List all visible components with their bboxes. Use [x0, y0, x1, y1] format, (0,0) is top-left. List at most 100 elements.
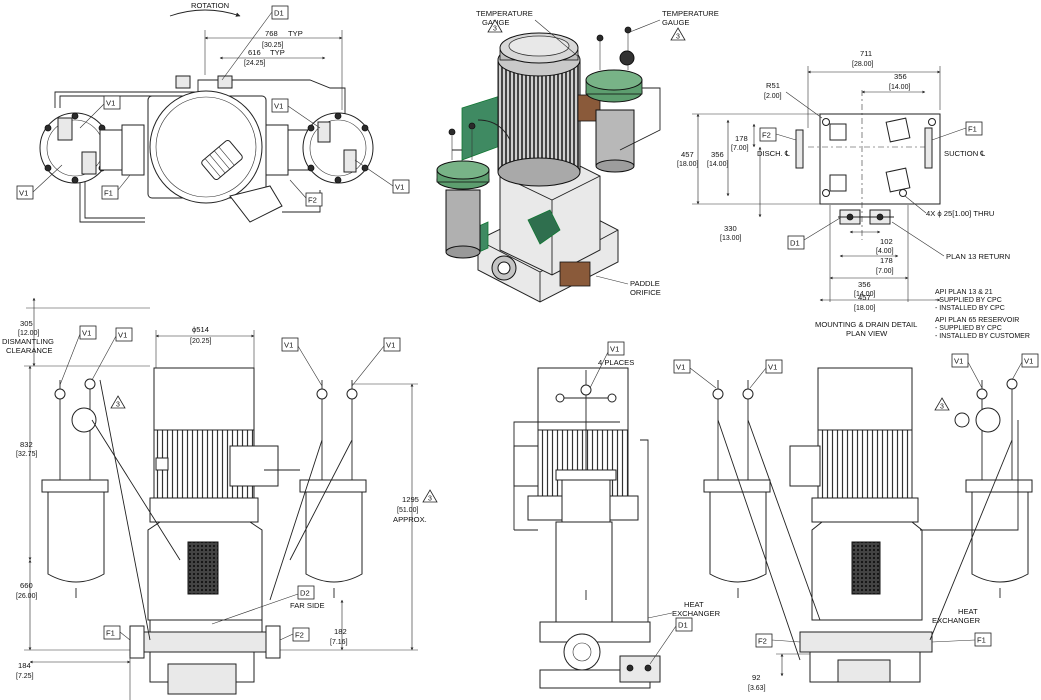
plan-tag-f2: F2: [289, 179, 323, 207]
dim-711-inches: [28.00]: [852, 61, 873, 68]
dim-typ-label: TYP: [288, 29, 303, 38]
note-line-4: API PLAN 65 RESERVOIR: [935, 317, 1019, 324]
four-places-label: 4 PLACES: [598, 358, 634, 367]
front-tag-f2: F2: [279, 627, 310, 642]
bolt-holes-label: 4X ϕ 25[1.00] THRU: [926, 209, 994, 218]
svg-text:3: 3: [428, 496, 432, 503]
mounting-caption-line-2: PLAN VIEW: [846, 329, 888, 338]
svg-text:92: 92: [752, 673, 760, 682]
dim-178-horizontal: 178 [7.00]: [839, 254, 899, 275]
svg-text:V1: V1: [274, 102, 283, 111]
svg-text:V1: V1: [386, 341, 395, 350]
dim-356-bottom: 356 [14.00]: [829, 205, 909, 302]
dim-457-vertical: 457 [18.00]: [677, 113, 820, 205]
svg-text:660: 660: [20, 581, 33, 590]
dim-305: 305 [12.00] DISMANTLING CLEARANCE: [2, 297, 150, 367]
svg-text:F2: F2: [308, 196, 317, 205]
dim-616-inches: [24.25]: [244, 60, 265, 67]
svg-text:305: 305: [20, 319, 33, 328]
plan-tag-v1-a: V1: [79, 95, 121, 129]
iso-motor: [497, 32, 601, 187]
dim-178-vertical: 178 [7.00]: [731, 123, 756, 152]
svg-text:[14.00]: [14.00]: [889, 84, 910, 91]
svg-text:R51: R51: [766, 81, 780, 90]
front-right-seal-pot: [264, 380, 367, 601]
svg-text:[13.00]: [13.00]: [720, 235, 741, 242]
rear-elevation: 3 V1 V1 V1 V1 HEAT EXCHANGER F2: [673, 353, 1039, 692]
rear-heat-exchanger-label: HEAT EXCHANGER: [932, 607, 981, 625]
svg-text:[20.25]: [20.25]: [190, 338, 211, 345]
svg-text:[7.16]: [7.16]: [330, 639, 348, 646]
plan-tag-d1: D1: [221, 5, 289, 81]
svg-text:F2: F2: [762, 131, 771, 140]
svg-text:D1: D1: [274, 9, 284, 18]
front-tag-f1: F1: [103, 625, 131, 641]
note-line-6: - INSTALLED BY CUSTOMER: [935, 333, 1030, 340]
note-line-2: - SUPPLIED BY CPC: [935, 297, 1002, 304]
svg-text:[14.00]: [14.00]: [707, 161, 728, 168]
right-seal-pot: [265, 112, 374, 213]
svg-text:F2: F2: [758, 637, 767, 646]
svg-text:356: 356: [711, 150, 724, 159]
svg-text:V1: V1: [676, 363, 685, 372]
svg-text:[7.25]: [7.25]: [16, 673, 34, 680]
dim-92: 92 [3.63]: [748, 653, 810, 692]
dim-typ-label-2: TYP: [270, 48, 285, 57]
plan-tag-v1-b: V1: [271, 98, 321, 129]
iso-temp-gauge-right-label: TEMPERATURE GAUGE 3: [629, 9, 719, 41]
rotation-label: ROTATION: [191, 1, 229, 10]
svg-text:178: 178: [735, 134, 748, 143]
dim-r51: R51 [2.00]: [764, 81, 823, 119]
side-heat-exchanger-label: HEAT EXCHANGER: [647, 600, 721, 619]
rear-right-seal-pot: [920, 378, 1033, 641]
svg-text:HEAT: HEAT: [958, 607, 978, 616]
svg-text:[7.00]: [7.00]: [876, 268, 894, 275]
svg-text:457: 457: [858, 293, 871, 302]
svg-text:V1: V1: [106, 99, 115, 108]
svg-text:PADDLE: PADDLE: [630, 279, 660, 288]
dim-832: 832 [32.75]: [16, 365, 150, 561]
svg-text:F2: F2: [295, 631, 304, 640]
svg-text:F1: F1: [968, 125, 977, 134]
svg-text:CLEARANCE: CLEARANCE: [6, 346, 52, 355]
rear-tag-f2: F2: [755, 633, 801, 648]
svg-text:[32.75]: [32.75]: [16, 451, 37, 458]
svg-text:3: 3: [493, 26, 497, 33]
notes-block: API PLAN 13 & 21 - SUPPLIED BY CPC - INS…: [935, 289, 1030, 340]
side-elevation: V1 4 PLACES HEAT EXCHANGER D1: [513, 341, 721, 689]
svg-text:102: 102: [880, 237, 893, 246]
rear-tag-v1-d: V1: [1011, 353, 1039, 381]
svg-text:356: 356: [894, 72, 907, 81]
svg-text:APPROX.: APPROX.: [393, 515, 427, 524]
svg-text:D2: D2: [300, 589, 310, 598]
svg-text:184: 184: [18, 661, 31, 670]
svg-text:V1: V1: [1024, 357, 1033, 366]
iso-right-filter: [585, 26, 661, 173]
front-tag-v1-c: V1: [281, 337, 323, 387]
svg-text:[3.63]: [3.63]: [748, 685, 766, 692]
iso-left-filter: [436, 122, 490, 259]
dim-102: 102 [4.00]: [849, 230, 894, 255]
front-tag-v1-d: V1: [351, 337, 401, 387]
side-tag-v1: V1 4 PLACES: [589, 341, 634, 389]
svg-text:330: 330: [724, 224, 737, 233]
iso-temp-gauge-left-label: TEMPERATURE GAUGE 3: [476, 9, 581, 59]
dim-660: 660 [26.00]: [16, 559, 150, 651]
dim-1295: 1295 [51.00] APPROX. 3: [272, 383, 438, 651]
drain-cluster: [838, 209, 894, 225]
svg-text:[14.00]: [14.00]: [854, 291, 875, 298]
svg-text:EXCHANGER: EXCHANGER: [932, 616, 981, 625]
svg-text:ϕ514: ϕ514: [192, 325, 209, 334]
note-line-3: - INSTALLED BY CPC: [935, 305, 1005, 312]
rear-tag-v1-b: V1: [749, 359, 783, 389]
rear-tag-f1: F1: [931, 632, 992, 647]
dim-356-top: 356 [14.00]: [861, 72, 926, 94]
svg-text:V1: V1: [610, 345, 619, 354]
svg-text:HEAT: HEAT: [684, 600, 704, 609]
svg-text:178: 178: [880, 256, 893, 265]
dimension-616: 616 TYP [24.25]: [219, 48, 326, 67]
svg-text:TEMPERATURE: TEMPERATURE: [662, 9, 719, 18]
svg-text:DISMANTLING: DISMANTLING: [2, 337, 54, 346]
svg-text:F1: F1: [977, 636, 986, 645]
